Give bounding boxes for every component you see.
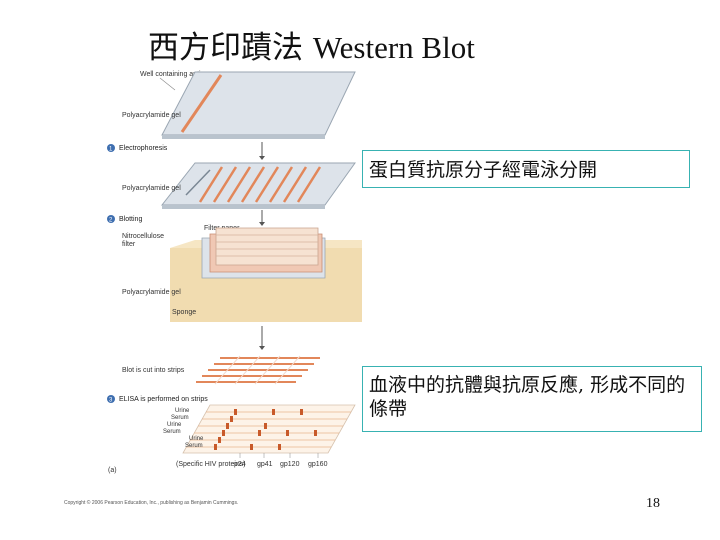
strip-label-5: Urine <box>189 436 204 442</box>
arrow-3-head <box>259 346 265 350</box>
proteins-label: (Specific HIV proteins) <box>176 461 246 468</box>
filter-layers <box>216 234 318 257</box>
arrow-1-head <box>259 156 265 160</box>
label-strips: Blot is cut into strips <box>122 367 185 374</box>
step-3-num: 3 <box>109 398 113 404</box>
title-english: Western Blot <box>312 30 475 65</box>
callout-antibody-reaction: 血液中的抗體與抗原反應, 形成不同的條帶 <box>362 366 702 432</box>
label-gel-2: Polyacrylamide gel <box>122 185 181 192</box>
marker-gp41: gp41 <box>257 461 273 468</box>
callout-electrophoresis: 蛋白質抗原分子經電泳分開 <box>362 150 690 188</box>
label-gel-1: Polyacrylamide gel <box>122 112 181 119</box>
filter-stack <box>215 227 319 266</box>
slide-title: 西方印蹟法 Western Blot <box>148 22 475 67</box>
page-number: 18 <box>646 496 660 511</box>
well-band <box>180 74 223 133</box>
elisa-tray <box>182 404 356 454</box>
strip-label-6: Serum <box>185 443 203 449</box>
strip-labels: Urine Serum Urine Serum Urine Serum <box>163 408 204 449</box>
label-nitrocellulose-2: filter <box>122 241 136 248</box>
step-1-circle <box>107 144 115 152</box>
step-2-num: 2 <box>109 218 113 224</box>
strip-label-4: Serum <box>163 429 181 435</box>
step-3-circle <box>107 395 115 403</box>
elisa-bands <box>214 409 317 450</box>
title-chinese: 西方印蹟法 <box>148 30 303 66</box>
strip-label-3: Urine <box>167 422 182 428</box>
gel-separated-edge <box>162 205 325 209</box>
protein-leaders <box>239 453 319 458</box>
label-gel-3: Polyacrylamide gel <box>122 289 181 296</box>
well-trace <box>185 169 211 196</box>
copyright-note: Copyright © 2006 Pearson Education, Inc.… <box>64 500 239 506</box>
leader-line <box>159 77 176 91</box>
cut-strips <box>196 357 320 383</box>
marker-p24: p24 <box>234 461 246 468</box>
strip-label-2: Serum <box>171 415 189 421</box>
panel-label: (a) <box>108 467 117 474</box>
strip-label-1: Urine <box>175 408 190 414</box>
marker-gp120: gp120 <box>280 461 300 468</box>
gel-top-edge <box>162 135 325 139</box>
strip-cuts <box>214 355 301 385</box>
label-nitrocellulose-1: Nitrocellulose <box>122 233 164 240</box>
gel-top <box>161 71 356 136</box>
separated-bands <box>198 166 322 203</box>
arrow-2-head <box>259 222 265 226</box>
step-2-circle <box>107 215 115 223</box>
step-3-label: ELISA is performed on strips <box>119 396 208 403</box>
step-1-label: Electrophoresis <box>119 145 168 152</box>
label-well: Well containing antigens <box>140 71 216 78</box>
step-2-label: Blotting <box>119 216 142 223</box>
marker-gp160: gp160 <box>308 461 328 468</box>
western-blot-figure: Well containing antigens Polyacrylamide … <box>107 71 362 474</box>
label-sponge: Sponge <box>172 309 196 316</box>
step-1-num: 1 <box>109 147 113 153</box>
protein-markers: p24 gp41 gp120 gp160 <box>234 461 328 468</box>
